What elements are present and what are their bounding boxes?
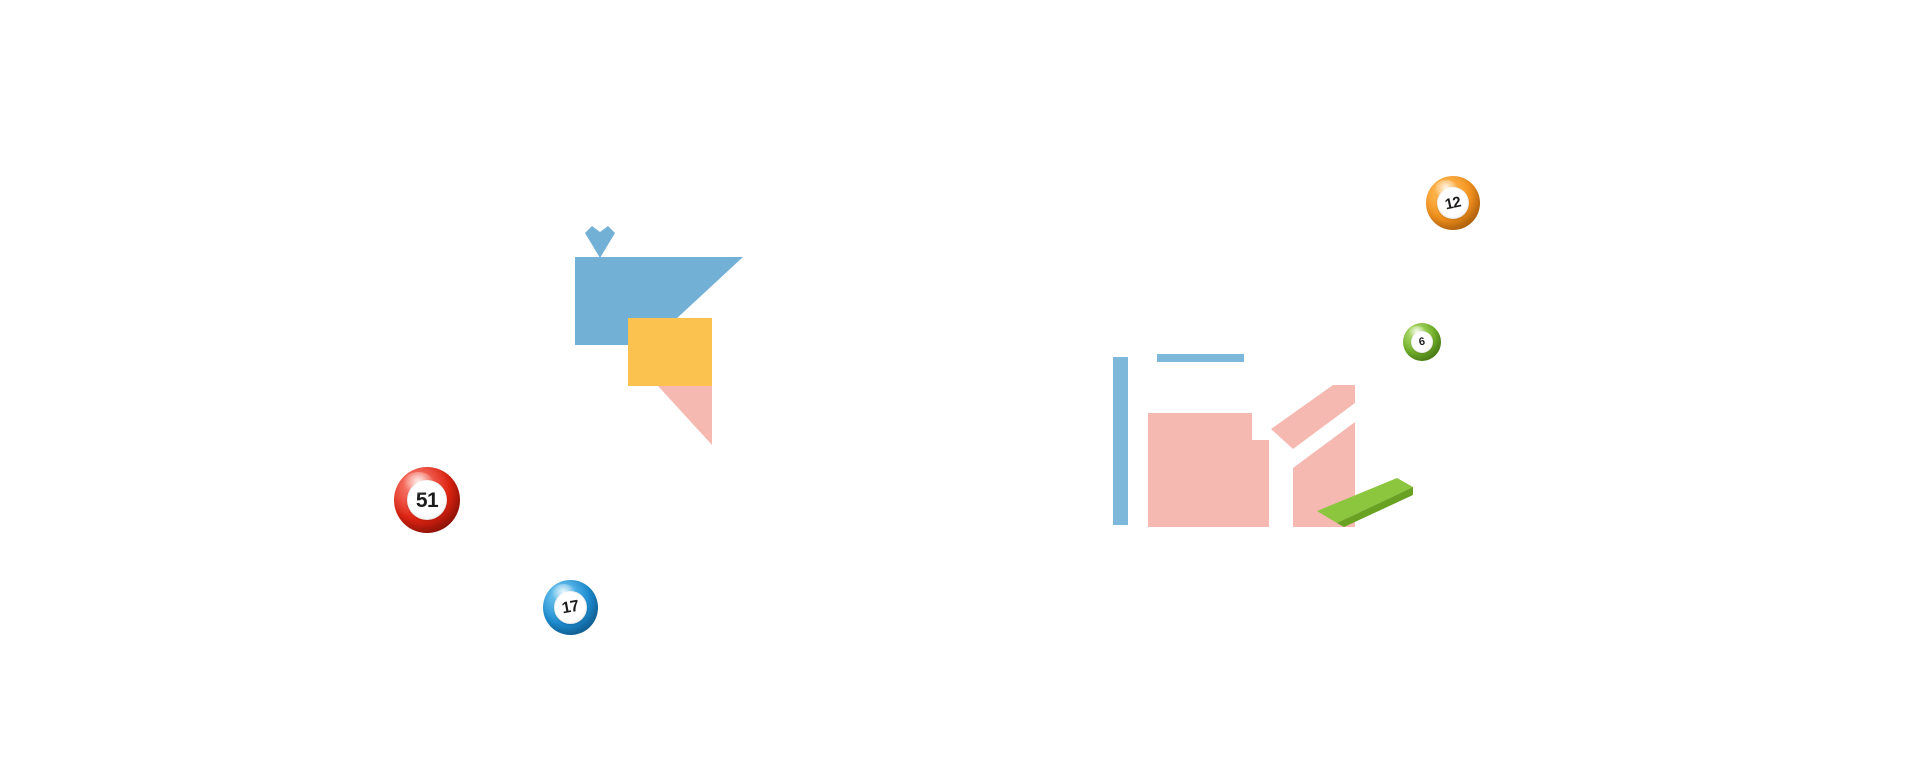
bingo-ball: 51 xyxy=(394,467,460,533)
bingo-ball-number: 51 xyxy=(415,488,439,512)
bingo-ball-number-circle: 51 xyxy=(407,480,447,520)
blue-vertical-bar-shape xyxy=(1113,357,1128,525)
bingo-ball-number: 6 xyxy=(1418,335,1426,348)
yellow-block-shape xyxy=(628,318,712,386)
pink-ribbon-shape xyxy=(658,386,712,445)
right-illustration xyxy=(1113,354,1413,527)
bingo-ball-number: 17 xyxy=(560,597,581,617)
bingo-ball-number: 12 xyxy=(1443,193,1463,213)
blue-banner-shape xyxy=(575,257,743,345)
left-illustration xyxy=(575,226,743,445)
bingo-ball-number-circle: 12 xyxy=(1437,187,1469,219)
bingo-ball-number-circle: 6 xyxy=(1411,331,1433,353)
pink-block-shape xyxy=(1148,413,1269,527)
bingo-ball: 12 xyxy=(1426,176,1480,230)
pink-bottom-right-shape xyxy=(1293,422,1355,527)
blue-horizontal-bar-shape xyxy=(1157,354,1244,362)
green-stick-shadow-shape xyxy=(1337,487,1413,527)
bingo-ball: 17 xyxy=(543,580,598,635)
bingo-ball: 6 xyxy=(1403,323,1441,361)
green-stick-shape xyxy=(1317,478,1413,523)
pink-diagonal-band-shape xyxy=(1271,385,1355,449)
kite-topper-shape xyxy=(585,226,615,258)
bingo-ball-number-circle: 17 xyxy=(554,591,587,624)
